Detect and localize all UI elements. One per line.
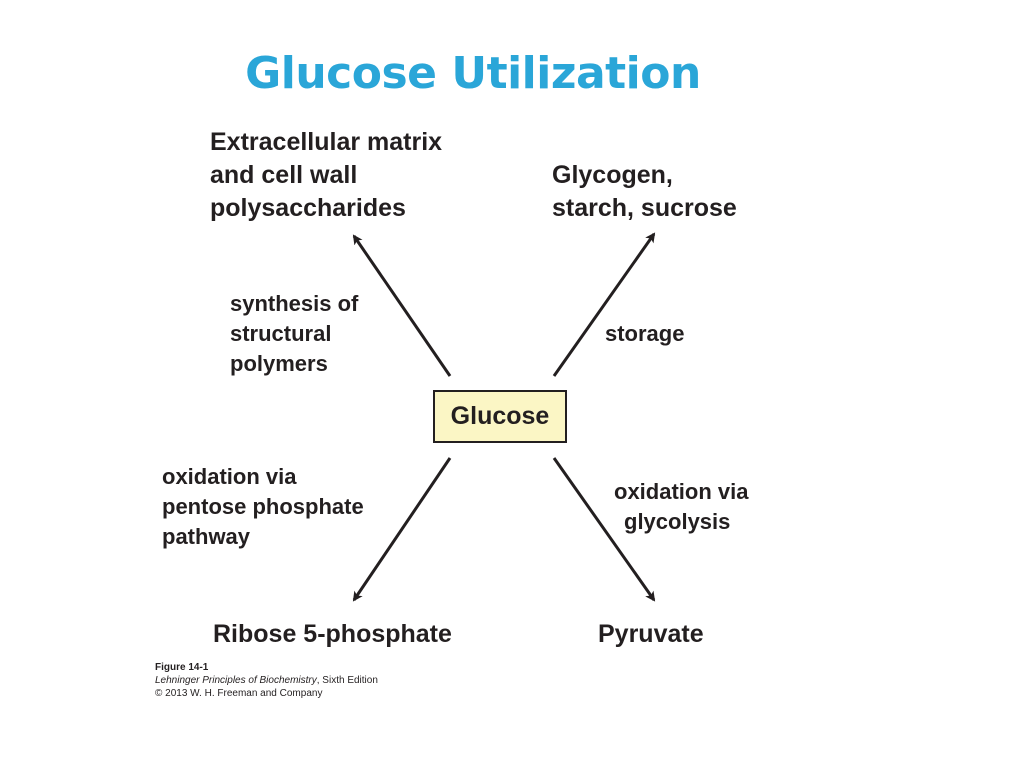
product-ribose-5-phosphate-label: Ribose 5-phosphate	[213, 620, 452, 648]
product-storage-carbohydrates-line-2: starch, sucrose	[552, 194, 737, 222]
process-pentose-line-3: pathway	[162, 524, 251, 549]
product-structural-polysaccharides-line-1: Extracellular matrix	[210, 128, 443, 156]
process-synthesis-of-structural-polymers: synthesis of structural polymers	[230, 289, 358, 379]
process-storage: storage	[605, 319, 684, 349]
copyright-line: © 2013 W. H. Freeman and Company	[155, 688, 323, 699]
product-structural-polysaccharides: Extracellular matrix and cell wall polys…	[210, 126, 442, 225]
process-storage-label: storage	[605, 321, 685, 346]
product-storage-carbohydrates: Glycogen, starch, sucrose	[552, 159, 737, 225]
slide-title: Glucose Utilization	[245, 48, 701, 99]
process-pentose-line-2: pentose phosphate	[162, 494, 364, 519]
process-synthesis-line-3: polymers	[230, 351, 328, 376]
arrow-to-structural-polysaccharides	[352, 234, 452, 377]
arrow-to-storage-products	[552, 232, 656, 377]
product-ribose-5-phosphate: Ribose 5-phosphate	[213, 618, 452, 651]
product-structural-polysaccharides-line-2: and cell wall	[210, 161, 358, 189]
process-glycolysis-line-2: glycolysis	[624, 509, 731, 534]
process-synthesis-line-1: synthesis of	[230, 291, 359, 316]
source-line: Lehninger Principles of Biochemistry, Si…	[155, 674, 378, 687]
glucose-box: Glucose	[433, 390, 567, 443]
book-edition: , Sixth Edition	[316, 675, 378, 686]
arrow-to-ribose-5-phosphate	[352, 457, 452, 602]
book-title: Lehninger Principles of Biochemistry	[155, 675, 317, 686]
product-structural-polysaccharides-line-3: polysaccharides	[210, 194, 406, 222]
process-pentose-phosphate-pathway: oxidation via pentose phosphate pathway	[162, 462, 364, 552]
process-pentose-line-1: oxidation via	[162, 464, 297, 489]
figure-caption: Figure 14-1 Lehninger Principles of Bioc…	[155, 661, 378, 700]
arrow-to-pyruvate	[552, 457, 656, 602]
product-storage-carbohydrates-line-1: Glycogen,	[552, 161, 673, 189]
process-synthesis-line-2: structural	[230, 321, 332, 346]
process-glycolysis-line-1: oxidation via	[614, 479, 749, 504]
figure-number: Figure 14-1	[155, 662, 209, 673]
product-pyruvate: Pyruvate	[598, 618, 704, 651]
process-glycolysis: oxidation via glycolysis	[614, 477, 748, 537]
product-pyruvate-label: Pyruvate	[598, 620, 704, 648]
